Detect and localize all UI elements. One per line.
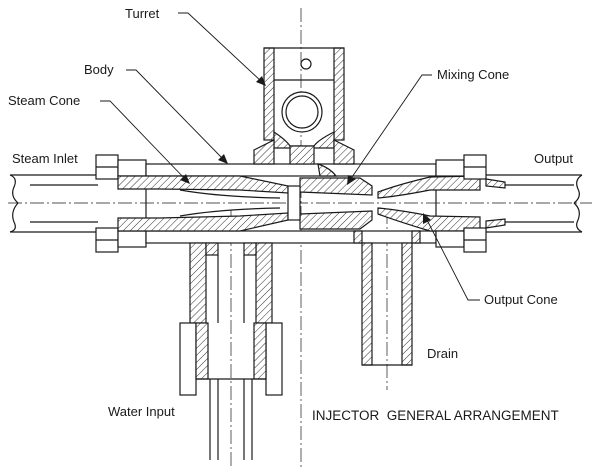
output-cone-leader <box>423 213 480 301</box>
left-union-nut <box>95 154 147 253</box>
body-leader <box>126 69 228 164</box>
steam-cone-leader <box>100 100 190 184</box>
steam-inlet-pipe <box>9 174 98 233</box>
turret-leader <box>178 12 266 86</box>
body-label: Body <box>84 62 114 77</box>
turret <box>253 47 355 177</box>
water-input-label: Water Input <box>108 404 175 419</box>
mixing-cone-leader <box>347 74 432 185</box>
turret-label: Turret <box>125 6 160 21</box>
output-label: Output <box>534 151 573 166</box>
steam-inlet-label: Steam Inlet <box>12 151 78 166</box>
drain-pipe <box>353 230 421 366</box>
steam-cone-label: Steam Cone <box>8 93 80 108</box>
diagram-caption: INJECTOR GENERAL ARRANGEMENT <box>312 408 559 423</box>
drain-label: Drain <box>427 346 458 361</box>
steam-cone <box>117 175 289 232</box>
right-union-nut <box>435 154 506 253</box>
mixing-cone <box>287 177 373 230</box>
turret-pin-hole <box>300 58 312 70</box>
water-input-pipe <box>179 242 283 460</box>
output-cone <box>377 175 481 232</box>
output-cone-label: Output Cone <box>484 292 558 307</box>
mixing-cone-label: Mixing Cone <box>437 67 509 82</box>
turret-ball-valve <box>281 91 323 133</box>
output-pipe <box>486 174 583 233</box>
